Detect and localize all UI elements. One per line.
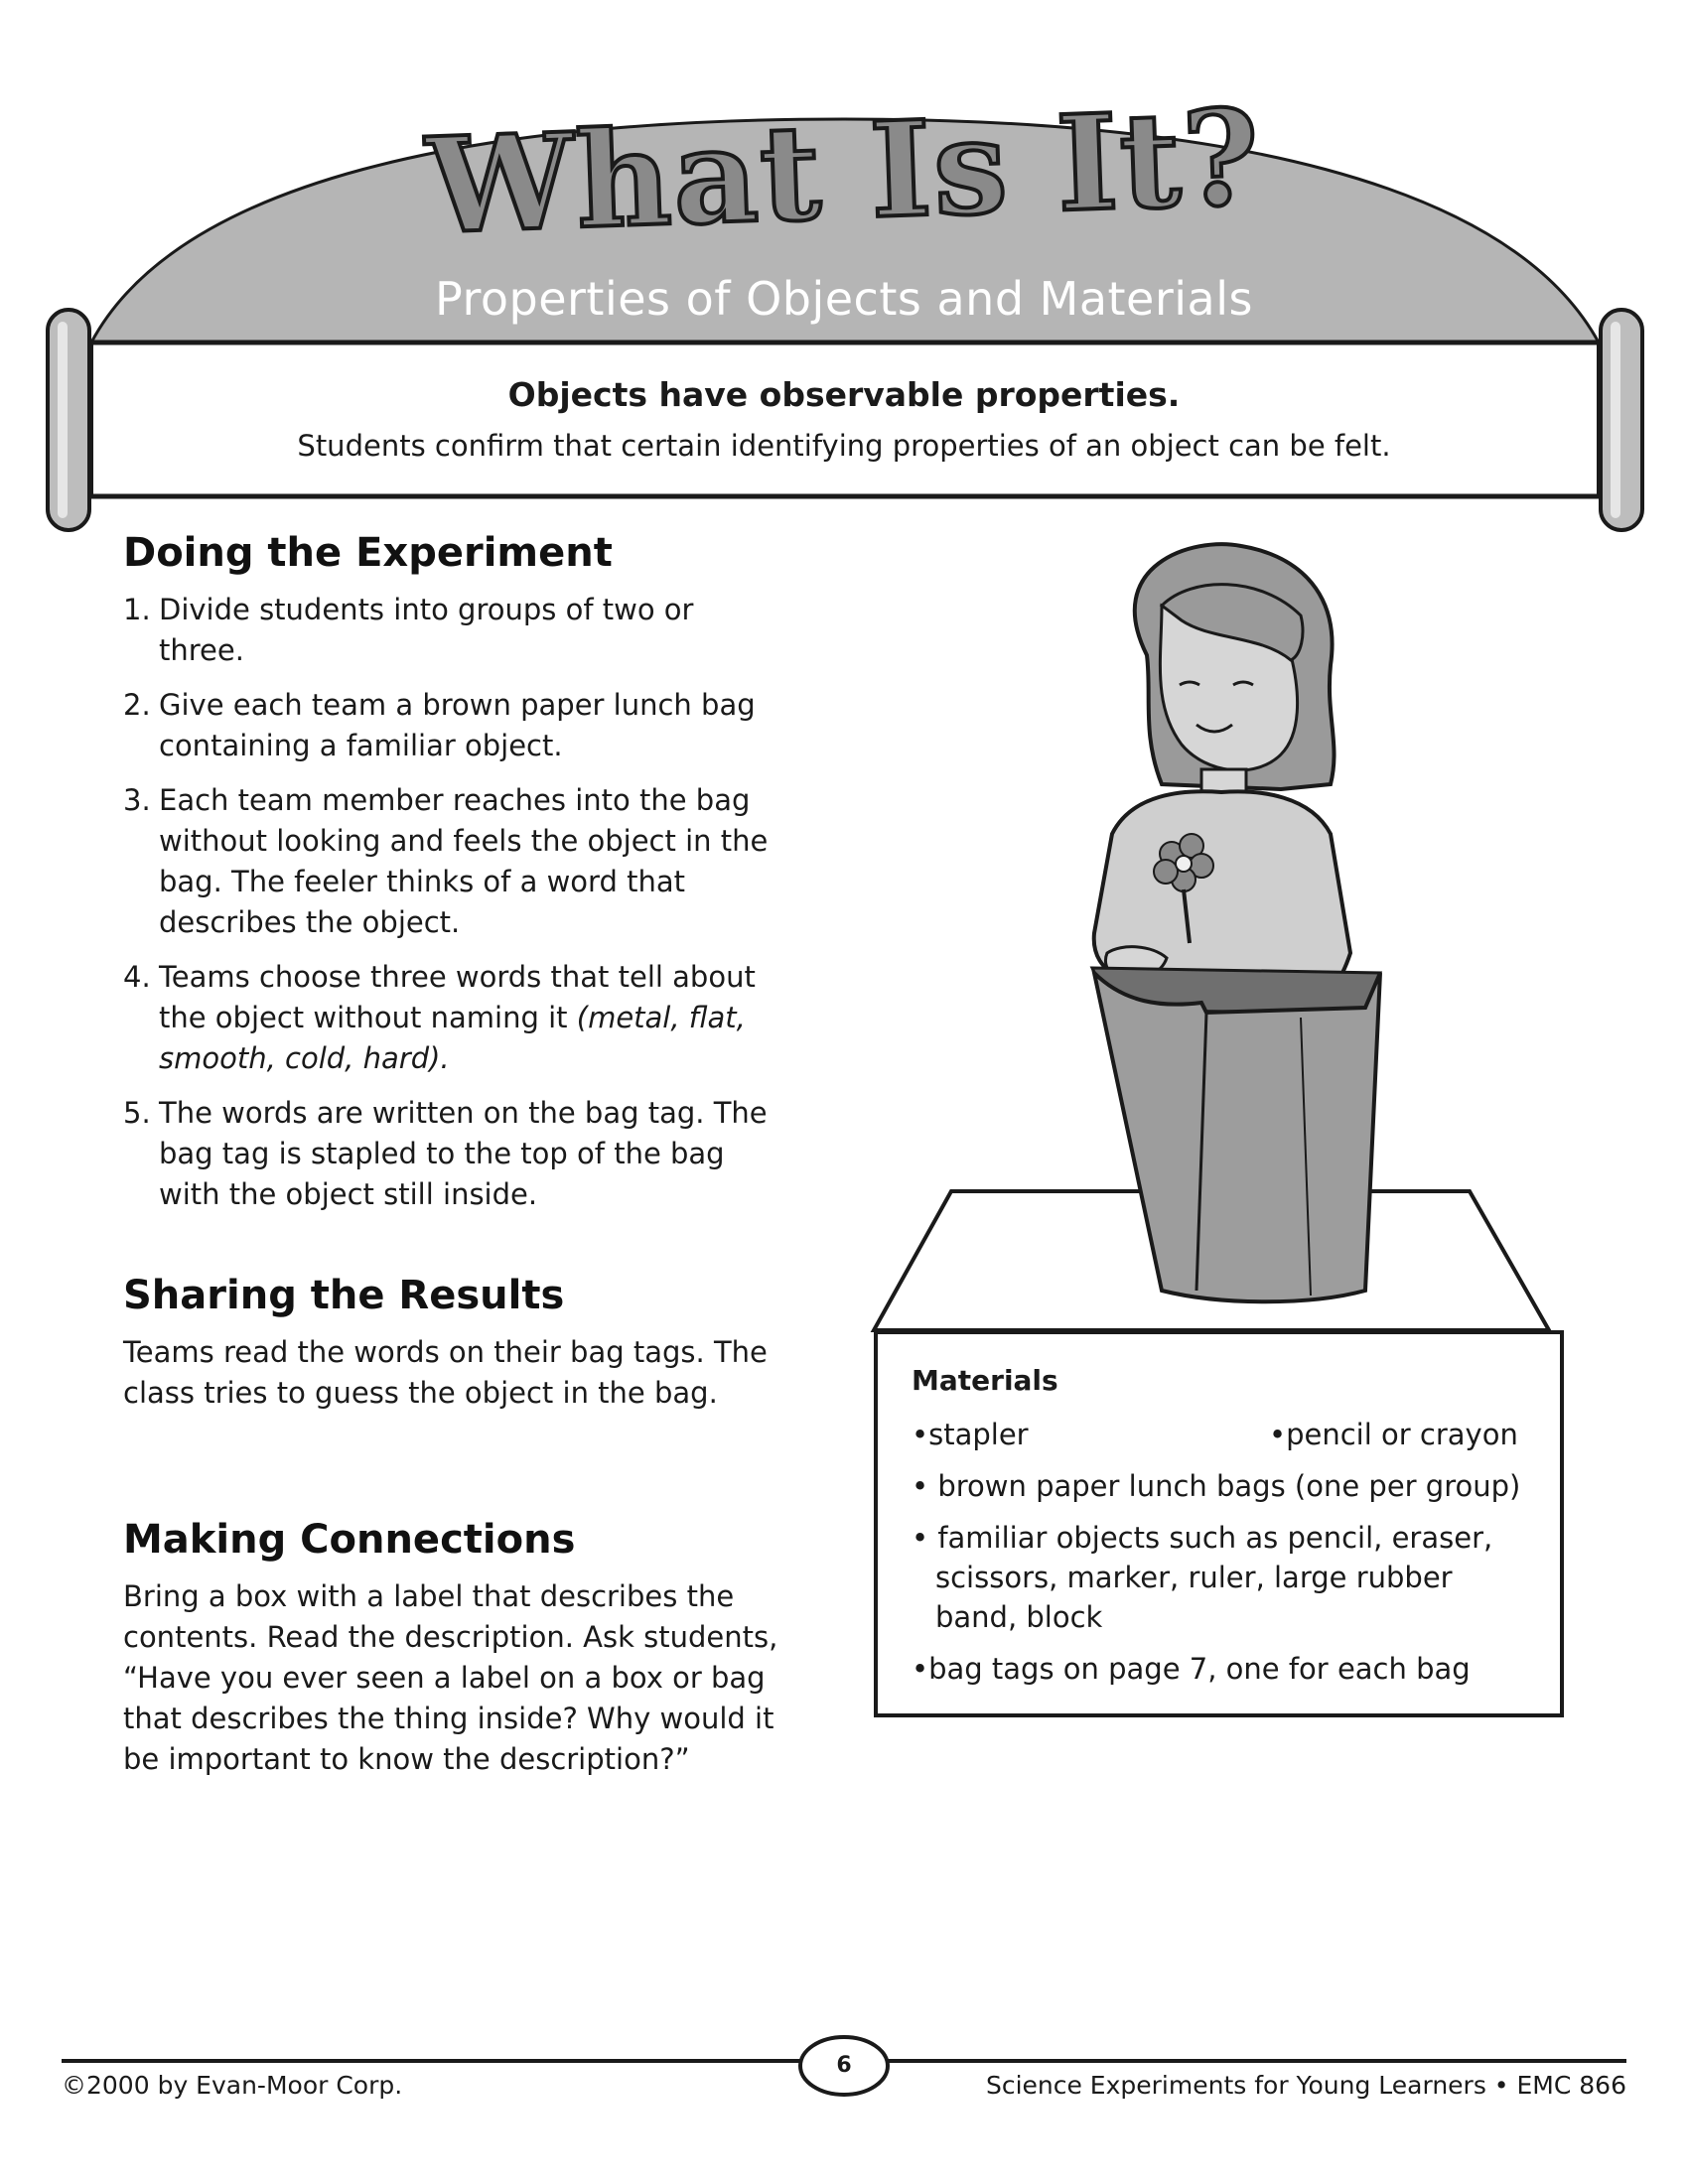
materials-box: Materials •stapler •pencil or crayon • b…	[874, 1330, 1564, 1717]
connections-text: Bring a box with a label that describes …	[123, 1579, 778, 1776]
page-number: 6	[836, 2053, 852, 2078]
list-item: •stapler •pencil or crayon	[912, 1415, 1530, 1454]
experiment-heading: Doing the Experiment	[123, 530, 613, 576]
connections-heading: Making Connections	[123, 1517, 576, 1563]
sharing-heading: Sharing the Results	[123, 1273, 565, 1318]
list-item: • brown paper lunch bags (one per group)	[912, 1469, 1521, 1503]
list-item: 1.Divide students into groups of two or …	[123, 593, 694, 667]
sharing-text: Teams read the words on their bag tags. …	[123, 1335, 768, 1410]
material-pencil: •pencil or crayon	[1269, 1418, 1518, 1451]
footer-copyright: ©2000 by Evan-Moor Corp.	[62, 2071, 403, 2100]
materials-heading: Materials	[912, 1364, 1058, 1397]
footer-rule	[62, 2035, 1626, 2097]
list-item: 5.The words are written on the bag tag. …	[123, 1096, 768, 1211]
scroll-roller-right-icon	[1599, 308, 1644, 532]
material-stapler: •stapler	[912, 1418, 1029, 1451]
footer-book-title: Science Experiments for Young Learners •…	[985, 2071, 1626, 2100]
child-in-bag-illustration	[870, 542, 1553, 1332]
list-item: 4.Teams choose three words that tell abo…	[123, 960, 756, 1075]
list-item: 2.Give each team a brown paper lunch bag…	[123, 688, 756, 762]
list-item: • familiar objects such as pencil, erase…	[912, 1521, 1493, 1634]
scroll-roller-left-icon	[46, 308, 91, 532]
experiment-section: Doing the Experiment 1.Divide students i…	[123, 530, 778, 1229]
banner-description: Students confirm that certain identifyin…	[297, 429, 1391, 463]
header-banner-art	[46, 117, 1644, 532]
list-item: 3.Each team member reaches into the bag …	[123, 783, 769, 939]
page-subtitle: Properties of Objects and Materials	[435, 272, 1253, 326]
banner-lead: Objects have observable properties.	[507, 375, 1181, 414]
sharing-section: Sharing the Results Teams read the words…	[123, 1273, 778, 1414]
experiment-steps: 1.Divide students into groups of two or …	[123, 590, 778, 1215]
connections-section: Making Connections Bring a box with a la…	[123, 1517, 778, 1780]
list-item: •bag tags on page 7, one for each bag	[912, 1652, 1471, 1686]
